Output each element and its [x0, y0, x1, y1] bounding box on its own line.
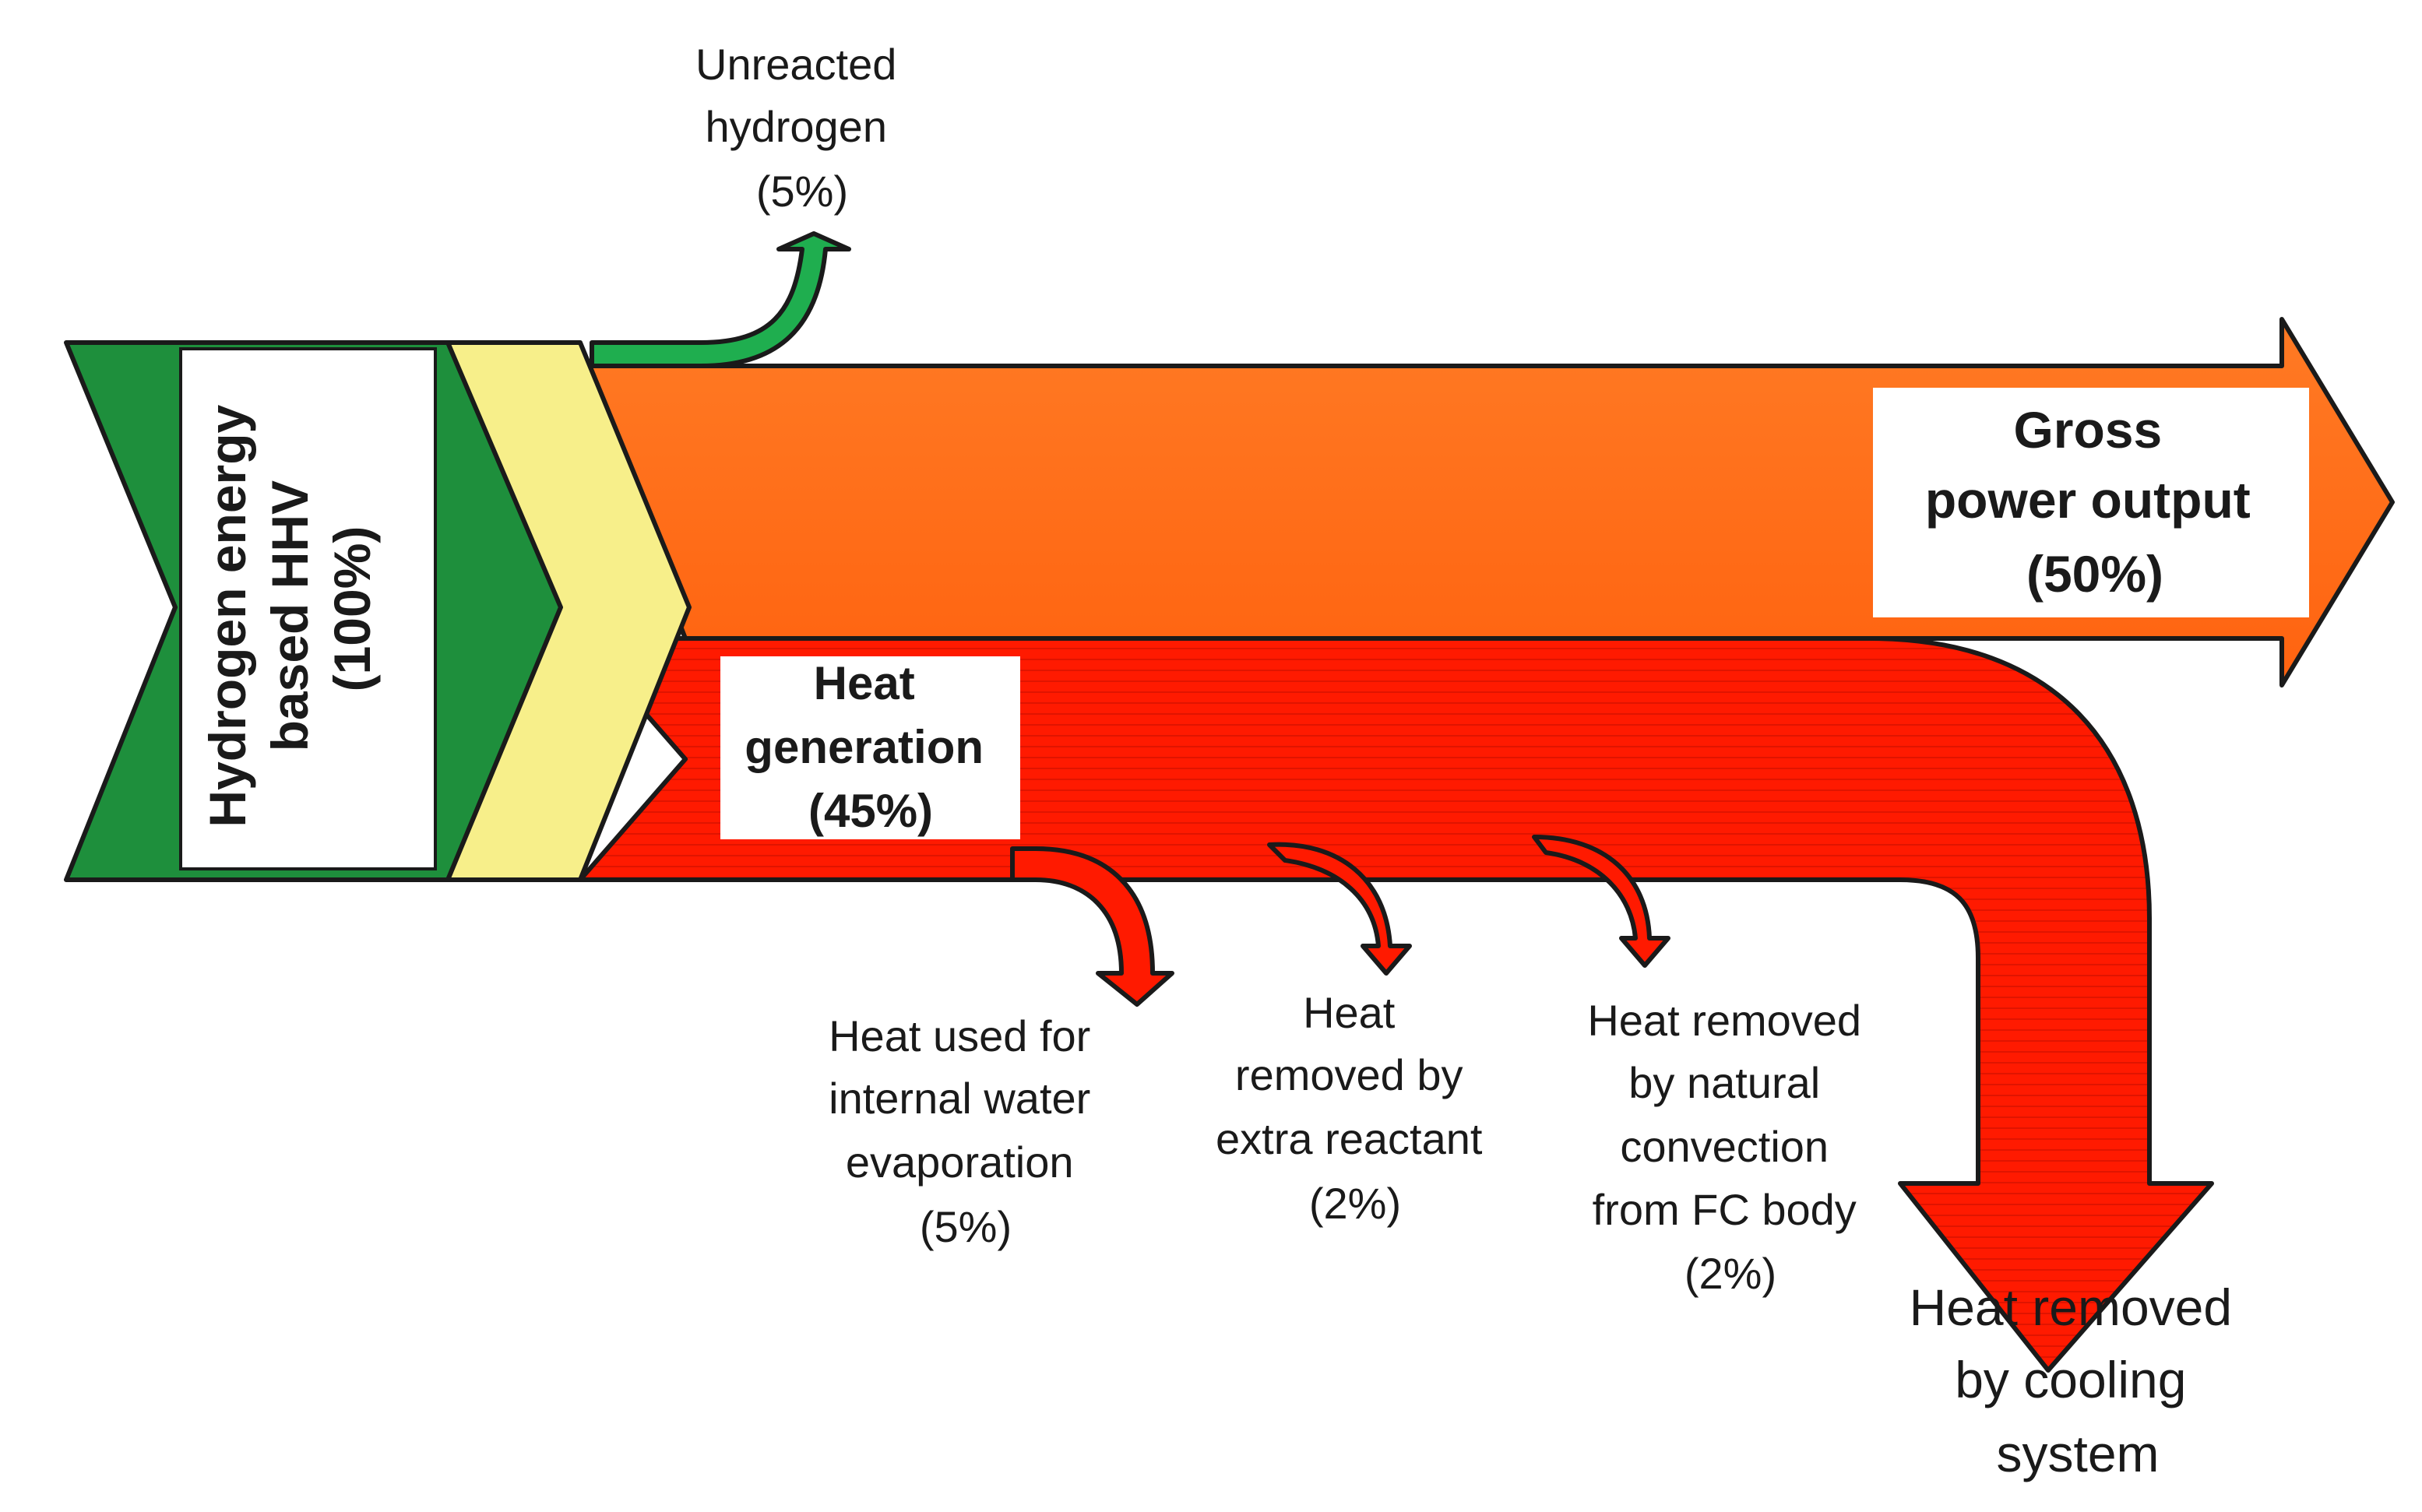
- input-label-line-3: (100%): [323, 526, 381, 692]
- natural-convection-label-line-3: convection: [1620, 1122, 1829, 1171]
- heat-generation-label-line-2: generation: [745, 721, 984, 773]
- unreacted-hydrogen-label: Unreacted hydrogen (5%): [695, 40, 909, 216]
- extra-reactant-label-line-3: extra reactant: [1216, 1114, 1483, 1163]
- evaporation-label-line-2: internal water: [829, 1074, 1090, 1123]
- unreacted-hydrogen-arrow: [590, 231, 851, 368]
- extra-reactant-label: Heat removed by extra reactant (2%): [1216, 988, 1494, 1228]
- unreacted-hydrogen-label-line-1: Unreacted: [695, 40, 896, 89]
- cooling-system-label: Heat removed by cooling system: [1910, 1278, 2247, 1482]
- evaporation-label-line-4: (5%): [920, 1202, 1012, 1251]
- evaporation-label-line-1: Heat used for: [829, 1011, 1090, 1060]
- gross-power-label-line-3: (50%): [2026, 545, 2163, 603]
- extra-reactant-label-line-1: Heat: [1303, 988, 1396, 1037]
- gross-power-label: Gross power output (50%): [1925, 401, 2265, 603]
- evaporation-label-line-3: evaporation: [846, 1138, 1074, 1187]
- evaporation-label: Heat used for internal water evaporation…: [829, 1011, 1103, 1251]
- cooling-system-label-line-1: Heat removed: [1910, 1278, 2233, 1336]
- natural-convection-label-line-5: (2%): [1684, 1249, 1776, 1298]
- heat-generation-label-box: [720, 656, 1020, 839]
- extra-reactant-label-line-2: removed by: [1235, 1050, 1463, 1099]
- natural-convection-heat-arrow: [1532, 835, 1670, 968]
- heat-generation-label: Heat generation (45%): [745, 657, 996, 837]
- extra-reactant-label-line-4: (2%): [1309, 1179, 1401, 1228]
- cooling-system-label-line-2: by cooling: [1955, 1351, 2186, 1408]
- gross-power-label-line-1: Gross: [2013, 401, 2162, 459]
- unreacted-hydrogen-label-line-3: (5%): [756, 167, 848, 216]
- cooling-system-label-line-3: system: [1996, 1425, 2159, 1482]
- natural-convection-label-line-2: by natural: [1628, 1058, 1820, 1107]
- unreacted-hydrogen-label-line-2: hydrogen: [705, 102, 887, 151]
- input-label-box: [179, 347, 437, 870]
- evaporation-heat-arrow: [1010, 846, 1174, 1007]
- extra-reactant-heat-arrow: [1267, 842, 1412, 976]
- input-label-line-1: Hydrogen energy: [199, 404, 256, 827]
- input-label-line-2: based HHV: [261, 480, 319, 751]
- natural-convection-label-line-1: Heat removed: [1587, 996, 1861, 1045]
- gross-power-label-line-2: power output: [1925, 471, 2251, 529]
- heat-generation-label-line-3: (45%): [808, 785, 933, 837]
- natural-convection-label: Heat removed by natural convection from …: [1587, 996, 1873, 1298]
- gross-power-label-box: [1873, 388, 2309, 617]
- heat-generation-label-line-1: Heat: [814, 657, 915, 709]
- natural-convection-label-line-4: from FC body: [1593, 1185, 1857, 1234]
- input-label: Hydrogen energy based HHV (100%): [199, 390, 381, 827]
